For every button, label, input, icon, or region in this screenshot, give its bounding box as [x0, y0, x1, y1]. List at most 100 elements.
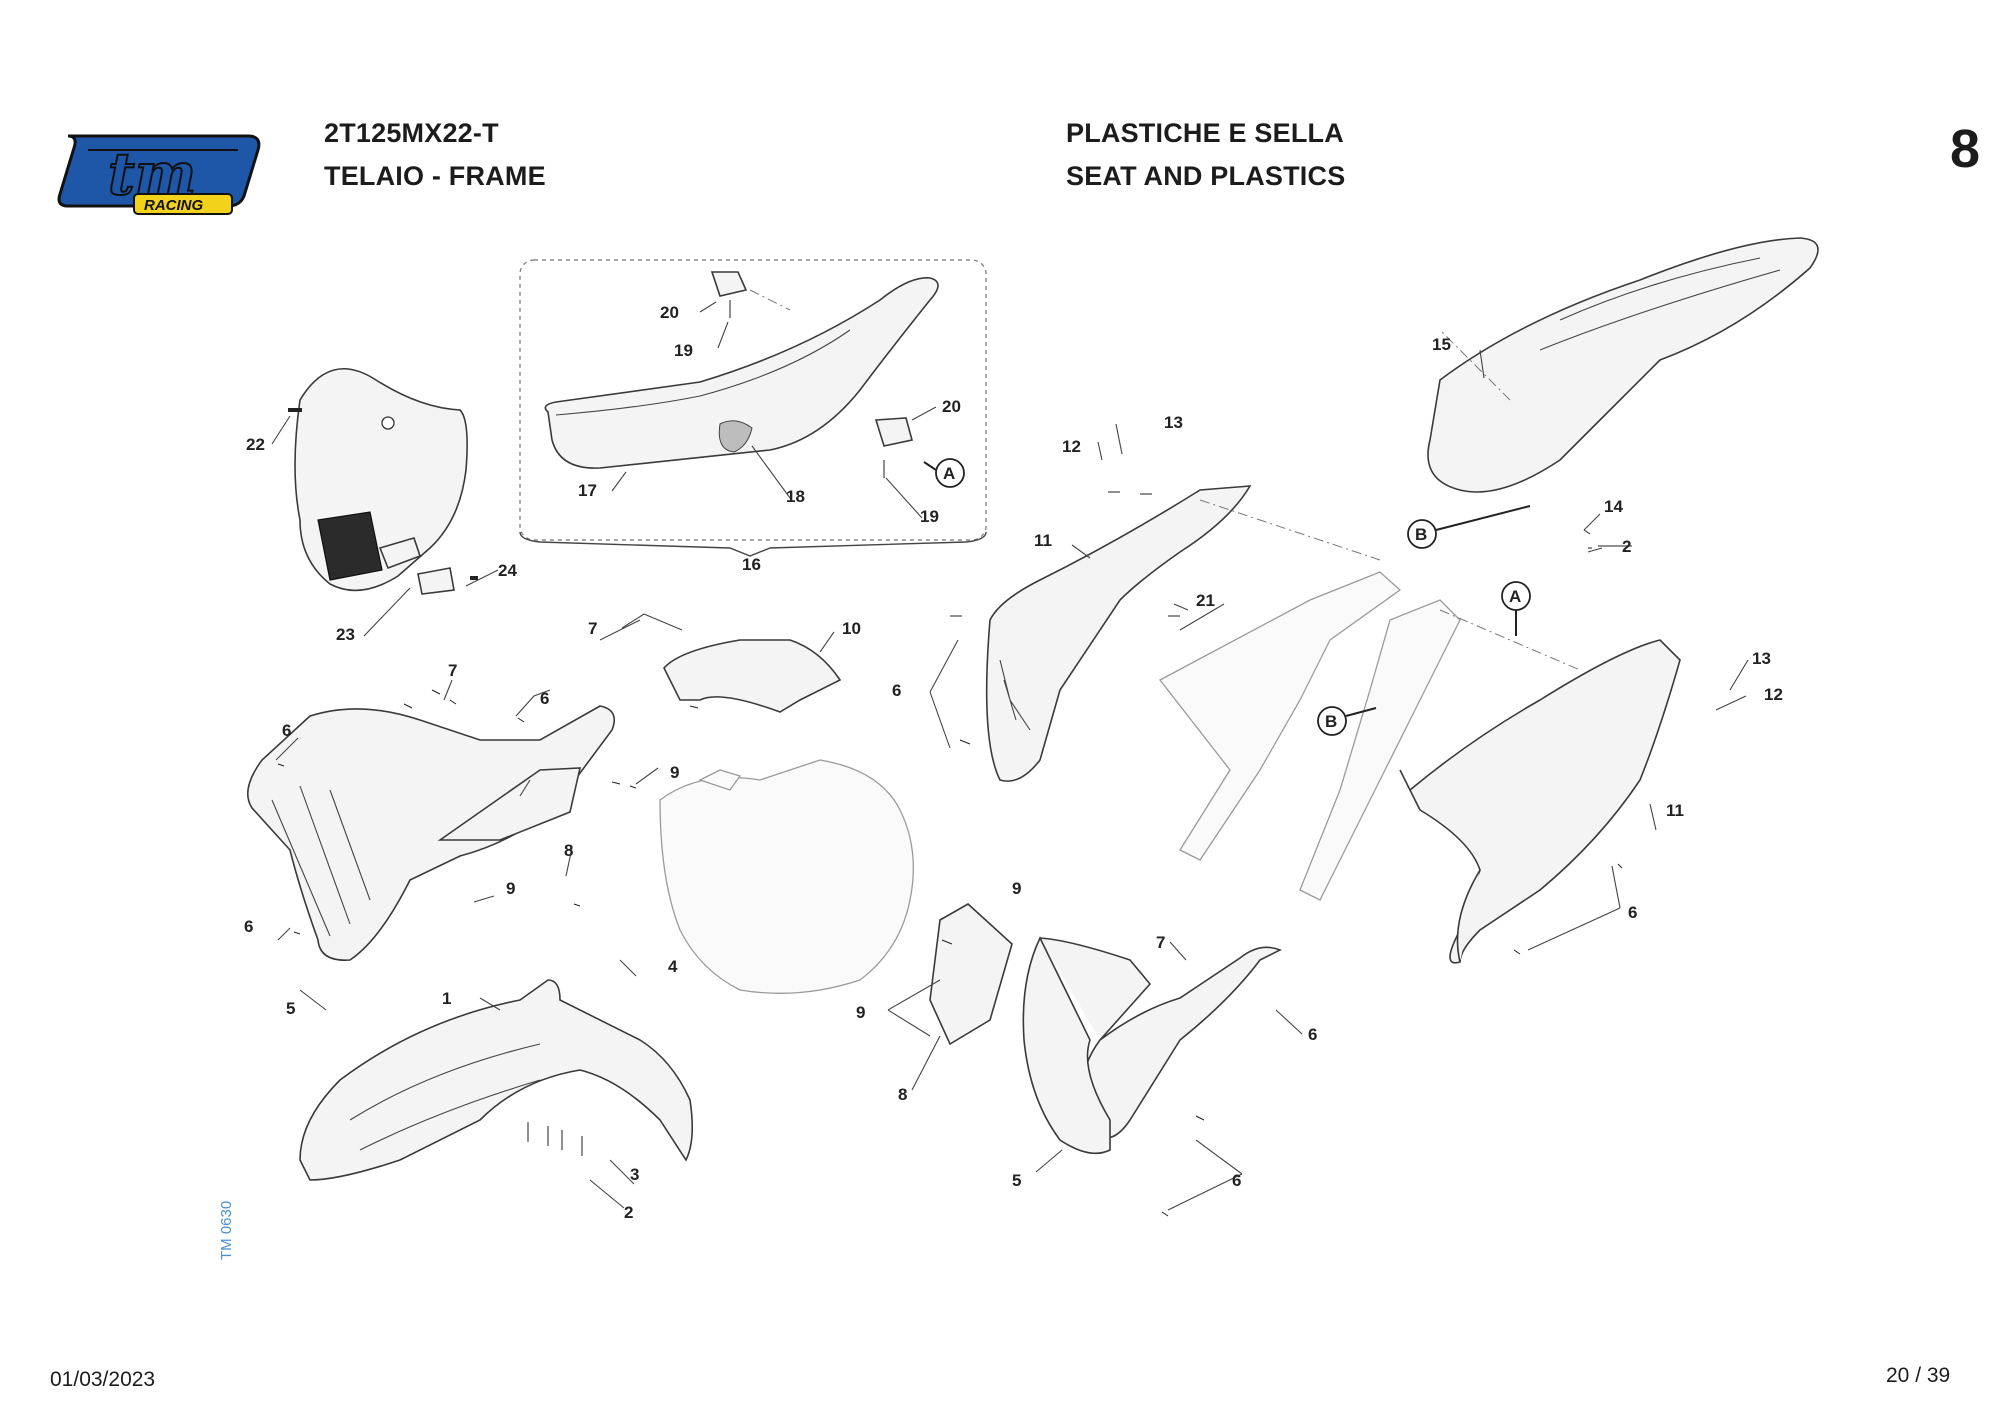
callout-17: 17 — [578, 481, 597, 500]
title-italian: PLASTICHE E SELLA — [1066, 118, 1344, 148]
left-side-panel-vents — [999, 659, 1031, 731]
seat-contour — [555, 329, 851, 416]
callout-12a: 12 — [1062, 437, 1081, 456]
right-side-panel-edge — [1456, 869, 1481, 963]
sticker-plate — [417, 567, 455, 595]
callout-11a: 11 — [1034, 531, 1052, 550]
title-english: SEAT AND PLASTICS — [1066, 161, 1346, 191]
subframe-left-ghost — [1159, 571, 1402, 861]
callout-6g: 6 — [1628, 903, 1637, 922]
assembly-line-3 — [1439, 329, 1511, 401]
group-name: TELAIO - FRAME — [324, 161, 546, 191]
callout-14: 14 — [1604, 497, 1623, 516]
callout-7b: 7 — [448, 661, 457, 680]
page-section-number: 8 — [1949, 119, 1980, 179]
callout-6f: 6 — [892, 681, 901, 700]
callout-7c: 7 — [1156, 933, 1165, 952]
callout-22: 22 — [246, 435, 265, 454]
callout-20b: 20 — [942, 397, 961, 416]
rear-fender-ribs — [1539, 257, 1781, 351]
callout-9d: 9 — [856, 1003, 865, 1022]
seat — [544, 277, 939, 469]
right-shroud-scoop — [1022, 936, 1111, 1155]
front-fender — [299, 979, 694, 1181]
callout-24: 24 — [498, 561, 517, 580]
seat-axis-line — [749, 289, 791, 311]
callout-16: 16 — [742, 555, 761, 574]
seat-group-brace — [519, 531, 987, 557]
left-radiator-shroud — [246, 705, 616, 961]
footer-date: 01/03/2023 — [50, 1368, 156, 1391]
callout-1: 1 — [442, 989, 451, 1008]
callout-9b: 9 — [506, 879, 515, 898]
seat-bracket-rear — [874, 417, 913, 447]
callout-21: 21 — [1196, 591, 1215, 610]
ref-circle-B-frame — [1317, 706, 1377, 736]
callout-2b: 2 — [1622, 537, 1631, 556]
callout-9c: 9 — [1012, 879, 1021, 898]
ref-circle-B-fender — [1407, 505, 1531, 549]
front-number-plate — [294, 367, 468, 592]
ref-A-frame: A — [1509, 587, 1521, 606]
callout-10: 10 — [842, 619, 861, 638]
airbox-cover — [663, 639, 842, 713]
callout-13a: 13 — [1164, 413, 1183, 432]
callout-4: 4 — [668, 957, 678, 976]
ref-B-fender: B — [1415, 525, 1427, 544]
front-fender-screws — [527, 1122, 583, 1156]
callout-15: 15 — [1432, 335, 1451, 354]
tm-racing-logo: tm RACING — [57, 134, 261, 215]
callout-5a: 5 — [286, 999, 295, 1018]
callout-6d: 6 — [1308, 1025, 1317, 1044]
ref-circle-A-frame — [1501, 581, 1531, 636]
left-side-panel — [985, 485, 1252, 782]
ref-circle-A-seat — [923, 458, 965, 488]
callout-6c: 6 — [244, 917, 253, 936]
assembly-line-1 — [1199, 499, 1381, 561]
seat-group-box — [519, 259, 987, 541]
rear-fender — [1427, 237, 1819, 493]
callout-13b: 13 — [1752, 649, 1771, 668]
front-plate-grille — [317, 511, 383, 581]
assembly-line-2 — [1439, 609, 1581, 671]
front-plate-tab — [378, 537, 422, 570]
leader-lines — [271, 301, 1749, 1211]
callout-7a: 7 — [588, 619, 597, 638]
small-screws — [277, 491, 1632, 1217]
left-side-cover — [437, 767, 582, 841]
callout-8a: 8 — [564, 841, 573, 860]
fuel-tank-ghost — [659, 759, 914, 994]
front-fender-ribs — [349, 1043, 541, 1151]
callout-5b: 5 — [1012, 1171, 1021, 1190]
callout-6a: 6 — [540, 689, 549, 708]
seat-bracket-front — [710, 271, 748, 297]
right-radiator-shroud — [1039, 937, 1282, 1139]
callout-20a: 20 — [660, 303, 679, 322]
callout-19a: 19 — [674, 341, 693, 360]
callout-11b: 11 — [1666, 801, 1684, 820]
callout-18: 18 — [786, 487, 805, 506]
callout-12b: 12 — [1764, 685, 1783, 704]
right-side-cover — [929, 903, 1013, 1046]
left-shroud-vents — [271, 785, 371, 937]
callout-19b: 19 — [920, 507, 939, 526]
right-side-panel — [1399, 639, 1681, 964]
ref-A-seat: A — [943, 464, 955, 483]
svg-text:RACING: RACING — [144, 197, 203, 214]
seat-patch-18 — [718, 420, 753, 453]
ref-B-frame: B — [1325, 712, 1337, 731]
footer-pagination: 20 / 39 — [1886, 1364, 1951, 1387]
callout-6b: 6 — [282, 721, 291, 740]
callout-2a: 2 — [624, 1203, 633, 1222]
callout-3: 3 — [630, 1165, 639, 1184]
model-code: 2T125MX22-T — [324, 118, 499, 148]
fuel-cap-ghost — [698, 769, 742, 791]
front-plate-hole — [381, 416, 395, 430]
callout-23: 23 — [336, 625, 355, 644]
callout-6e: 6 — [1232, 1171, 1241, 1190]
subframe-right-ghost — [1299, 599, 1461, 901]
callout-8b: 8 — [898, 1085, 907, 1104]
callout-9a: 9 — [670, 763, 679, 782]
